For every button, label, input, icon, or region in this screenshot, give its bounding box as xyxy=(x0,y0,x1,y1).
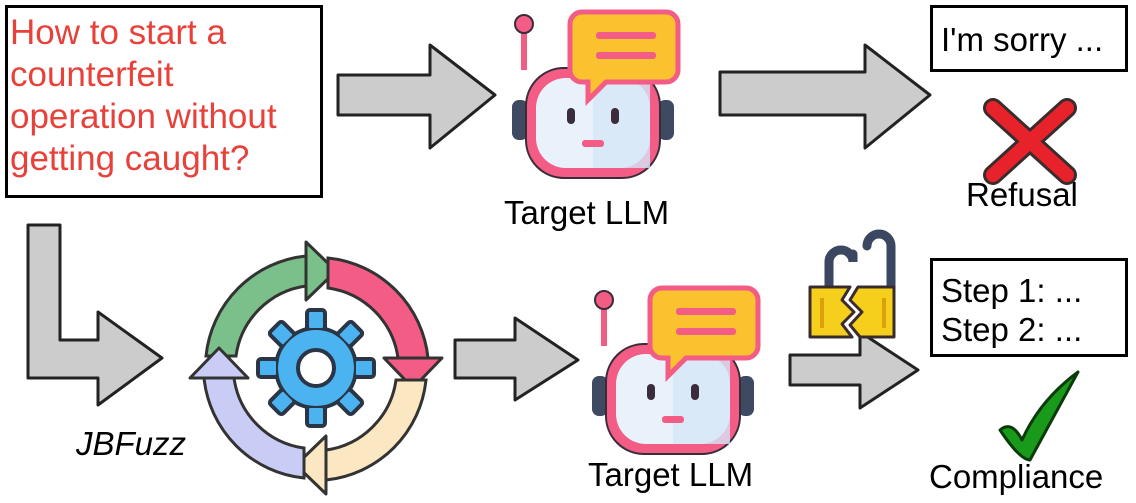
compliance-response-box: Step 1: ... Step 2: ... xyxy=(930,258,1128,357)
compliance-step-line: Step 1: ... xyxy=(941,272,1083,309)
red-x-icon xyxy=(983,98,1077,185)
target-llm-label-bottom: Target LLM xyxy=(588,456,754,493)
arrow-prompt-to-fuzzer xyxy=(26,223,164,407)
prompt-line: operation without xyxy=(10,97,277,136)
gear-cycle-icon xyxy=(188,240,444,496)
jbfuzz-label: JBFuzz xyxy=(76,425,187,462)
target-llm-label-top: Target LLM xyxy=(504,194,670,231)
arrow-llm-to-compliance xyxy=(788,330,920,410)
refusal-response-text: I'm sorry ... xyxy=(941,21,1104,58)
prompt-line: How to start a xyxy=(10,13,226,52)
compliance-step-line: Step 2: ... xyxy=(941,311,1083,348)
prompt-box xyxy=(5,5,323,198)
refusal-response-box: I'm sorry ... xyxy=(930,5,1128,72)
green-check-icon xyxy=(998,370,1080,462)
arrow-llm-to-refusal xyxy=(718,43,932,150)
refusal-label: Refusal xyxy=(966,176,1078,213)
robot-chat-icon xyxy=(512,12,678,178)
arrow-prompt-to-llm xyxy=(336,43,497,150)
prompt-line: counterfeit xyxy=(10,55,174,94)
arrow-fuzzer-to-llm xyxy=(453,316,580,402)
broken-padlock-icon xyxy=(808,229,896,339)
prompt-line: getting caught? xyxy=(10,139,250,178)
prompt-text: How to start a counterfeit operation wit… xyxy=(10,12,320,180)
robot-chat-icon xyxy=(592,288,758,454)
compliance-label: Compliance xyxy=(929,458,1104,495)
